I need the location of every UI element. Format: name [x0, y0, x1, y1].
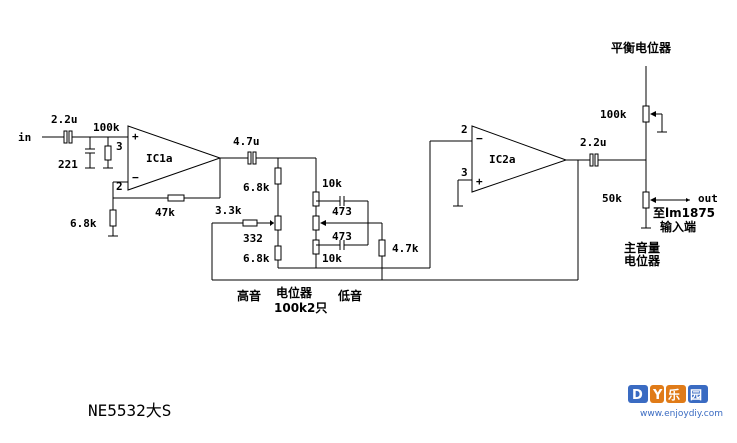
- label-treble-resistor: 3.3k: [215, 204, 242, 217]
- label-bass-cap-bottom: 473: [332, 230, 352, 243]
- label-ground-resistor: 6.8k: [70, 217, 97, 230]
- treble-input-network: [211, 219, 266, 280]
- logo-url: www.enjoydiy.com: [640, 409, 723, 419]
- svg-text:+: +: [132, 130, 139, 143]
- svg-text:−: −: [476, 132, 483, 145]
- label-bass-top-resistor: 10k: [322, 177, 342, 190]
- label-ic2: IC2a: [489, 153, 516, 166]
- svg-text:−: −: [132, 171, 139, 184]
- label-bass-bottom-resistor: 10k: [322, 252, 342, 265]
- label-main-volume: 主音量: [624, 240, 660, 255]
- resistor-4-7k: [368, 222, 386, 280]
- label-in: in: [18, 131, 31, 144]
- svg-text:D: D: [632, 388, 643, 403]
- diagram-title: NE5532大S: [88, 401, 171, 420]
- label-bass-cap-top: 473: [332, 205, 352, 218]
- label-mix-resistor: 4.7k: [392, 242, 419, 255]
- label-treble-cap: 332: [243, 232, 263, 245]
- capacitor-221: [85, 137, 95, 169]
- label-ic1: IC1a: [146, 152, 173, 165]
- svg-text:Y: Y: [652, 388, 663, 403]
- label-treble: 高音: [237, 288, 261, 303]
- feedback-bus: [212, 140, 578, 281]
- label-pot-spec: 100k2只: [274, 301, 327, 315]
- label-feedback-resistor: 47k: [155, 206, 175, 219]
- label-ic1-pin2: 2: [116, 180, 123, 193]
- label-cap-221: 221: [58, 158, 78, 171]
- label-input-resistor: 100k: [93, 121, 120, 134]
- balance-and-volume-pots: [641, 66, 690, 229]
- ic1a-opamp: + −: [127, 125, 222, 191]
- bass-branch: [312, 158, 369, 268]
- label-balance-pot: 平衡电位器: [611, 40, 672, 55]
- input-capacitor: [63, 130, 73, 144]
- label-input-end: 输入端: [660, 219, 696, 234]
- svg-text:乐: 乐: [668, 387, 680, 402]
- label-ic2-pin3: 3: [461, 166, 468, 179]
- label-ic1-pin3: 3: [116, 140, 123, 153]
- coupling-capacitor-4-7u: [220, 151, 316, 165]
- ic2-noninverting-ground: [453, 179, 472, 207]
- svg-text:园: 园: [690, 388, 702, 402]
- label-ic2-pin2: 2: [461, 123, 468, 136]
- label-volume-resistor: 50k: [602, 192, 622, 205]
- label-pot: 电位器: [276, 285, 313, 300]
- label-bass: 低音: [337, 288, 362, 303]
- ic2-output: [566, 153, 646, 280]
- label-output-cap: 2.2u: [580, 136, 607, 149]
- svg-text:+: +: [476, 175, 483, 188]
- ic1-feedback-network: [108, 158, 221, 237]
- label-out: out: [698, 192, 718, 205]
- enjoydiy-logo: D Y 乐 园 www.enjoydiy.com: [628, 385, 723, 419]
- label-to-lm1875: 至lm1875: [653, 206, 715, 220]
- ic2a-opamp: − +: [471, 125, 568, 193]
- label-treble-bottom-resistor: 6.8k: [243, 252, 270, 265]
- label-balance-resistor: 100k: [600, 108, 627, 121]
- label-coupling-cap: 4.7u: [233, 135, 260, 148]
- label-input-cap: 2.2u: [51, 113, 78, 126]
- treble-branch: [266, 158, 330, 269]
- resistor-100k-input: [103, 137, 113, 169]
- label-main-volume-pot: 电位器: [624, 253, 661, 268]
- label-treble-top-resistor: 6.8k: [243, 181, 270, 194]
